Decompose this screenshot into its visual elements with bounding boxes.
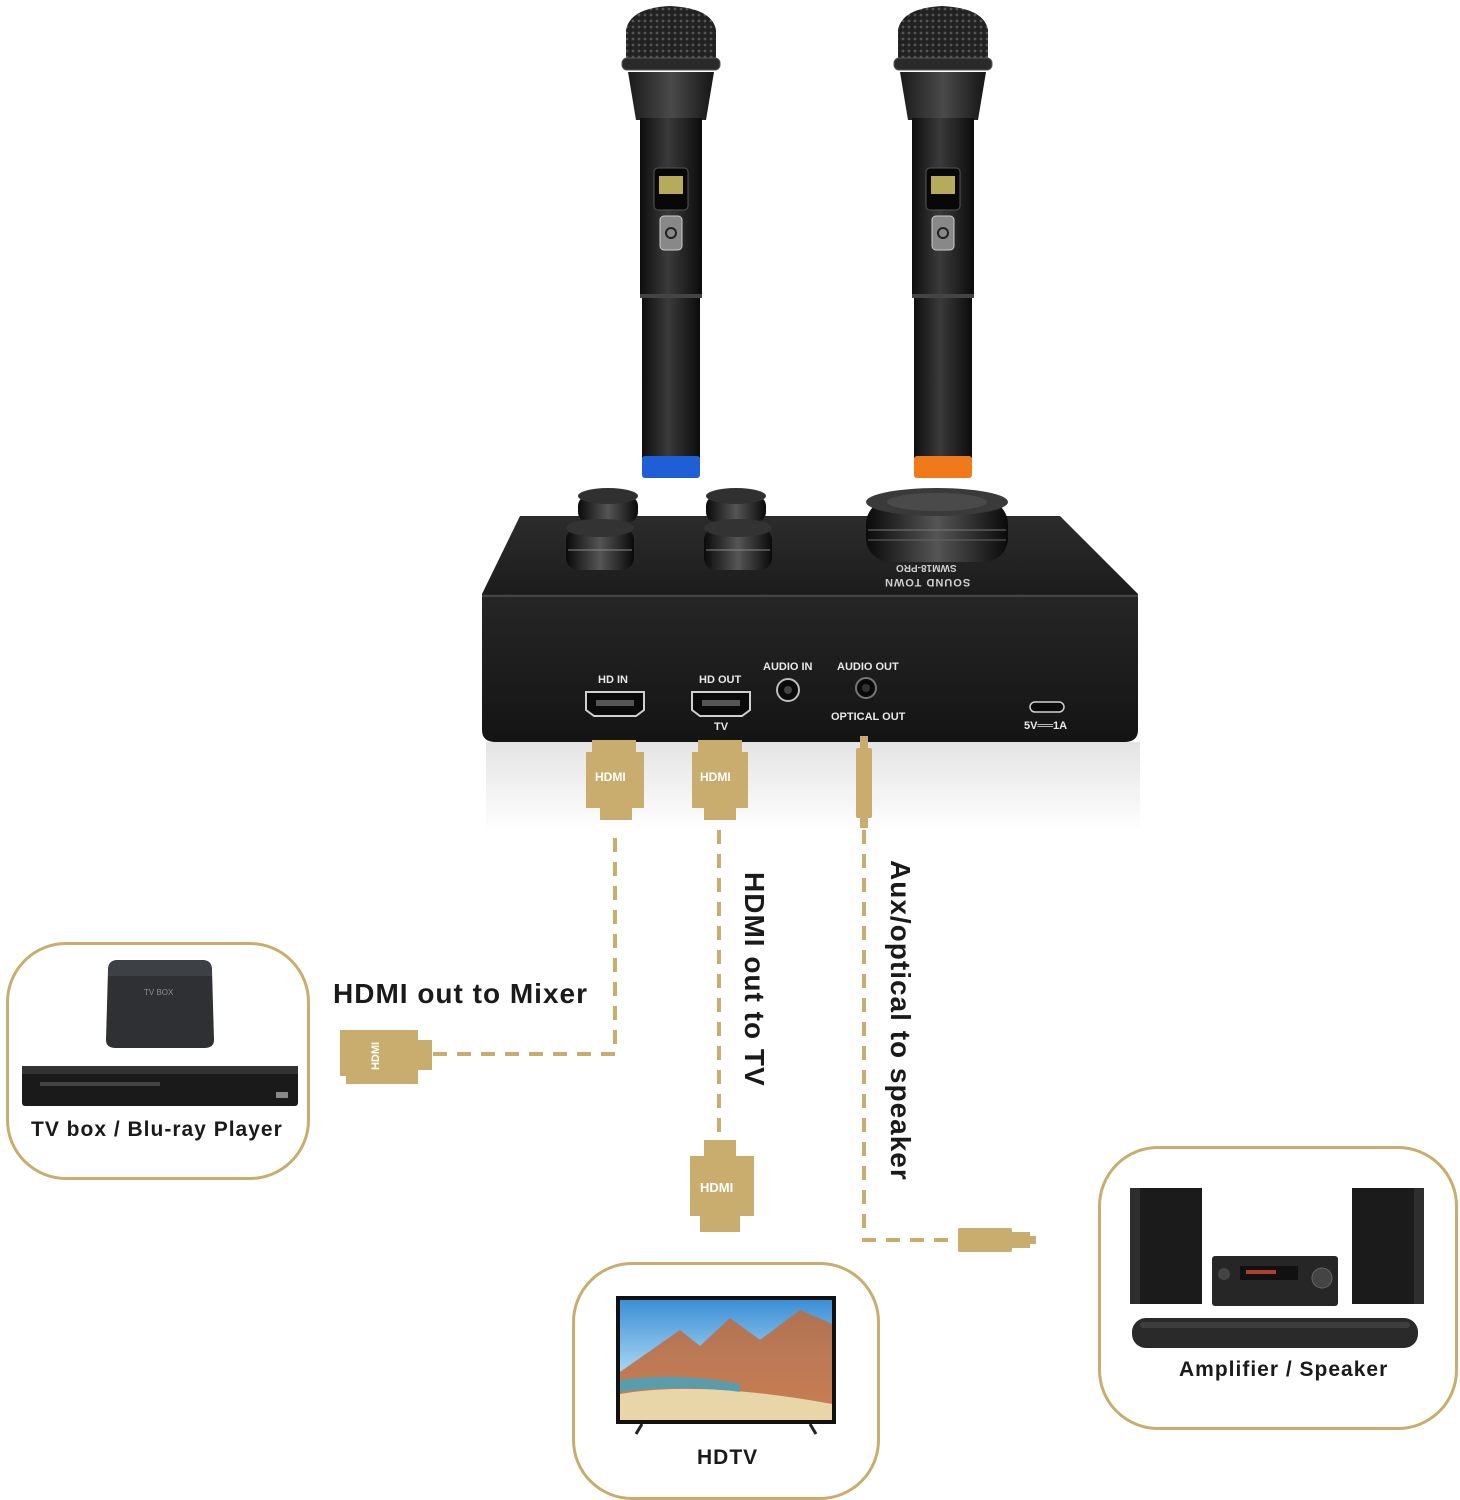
port-label-power: 5V══1A: [1024, 720, 1068, 732]
hdmi-out-port: [691, 691, 751, 717]
audio-out-jack: [855, 677, 877, 699]
connection-lines: [432, 830, 958, 1242]
optical-plug: [856, 736, 872, 828]
label-hdmi-out-to-mixer: HDMI out to Mixer: [333, 978, 588, 1009]
caption-source-device: TV box / Blu-ray Player: [31, 1118, 283, 1141]
speaker-device-card: [1098, 1146, 1458, 1430]
label-hdmi-out-to-tv: HDMI out to TV: [739, 872, 770, 1087]
karaoke-mixer: [482, 488, 1140, 832]
caption-amplifier-speaker: Amplifier / Speaker: [1179, 1358, 1389, 1381]
knob-mic2-echo: [706, 488, 766, 522]
plug-label-hdmi-source: HDMI: [370, 1041, 383, 1071]
microphone-left: [621, 6, 721, 478]
device-model: SWM18-PRO: [896, 562, 957, 573]
port-label-audio-out: AUDIO OUT: [837, 661, 899, 673]
plug-label-hdmi-out: HDMI: [700, 770, 731, 784]
knob-mic1-echo: [578, 488, 638, 522]
hdmi-in-port: [585, 691, 645, 717]
label-aux-optical-to-speaker: Aux/optical to speaker: [885, 860, 916, 1181]
knob-master-volume: [866, 488, 1008, 562]
usb-c-power-port: [1029, 701, 1065, 713]
source-device-card: [6, 942, 310, 1180]
hdmi-plug-tv: [690, 1140, 754, 1232]
device-brand: SOUND TOWN: [884, 576, 971, 588]
port-label-optical-out: OPTICAL OUT: [831, 711, 906, 723]
port-label-tv: TV: [714, 721, 729, 733]
optical-plug-speaker: [958, 1228, 1036, 1252]
knob-mic2-volume: [704, 519, 772, 570]
plug-label-hdmi-in: HDMI: [595, 770, 626, 784]
hdmi-plug-out: [692, 740, 748, 820]
line-aux-to-speaker: [862, 830, 958, 1242]
port-label-hd-out: HD OUT: [699, 674, 742, 686]
tv-box-logo: TV BOX: [144, 988, 174, 997]
hdmi-plug-in: [586, 740, 644, 820]
caption-hdtv: HDTV: [697, 1446, 759, 1469]
plug-label-hdmi-tv: HDMI: [700, 1180, 734, 1195]
port-label-audio-in: AUDIO IN: [763, 661, 813, 673]
audio-in-jack: [776, 678, 800, 702]
knob-mic1-volume: [566, 519, 634, 570]
line-hdmi-to-mixer: [432, 838, 617, 1056]
hdmi-plug-source: [340, 1030, 432, 1084]
microphone-right: [893, 6, 993, 478]
port-label-hd-in: HD IN: [598, 674, 628, 686]
